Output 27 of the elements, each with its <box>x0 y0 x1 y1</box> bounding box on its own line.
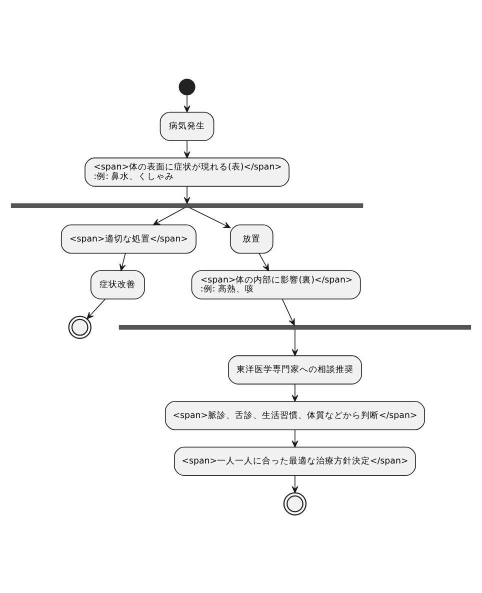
arrow <box>184 94 190 112</box>
arrow <box>282 298 295 326</box>
node-box: 症状改善 <box>90 270 145 299</box>
arrow <box>119 252 126 270</box>
arrow <box>152 206 186 225</box>
arrow <box>292 428 298 447</box>
arrow <box>292 328 298 356</box>
node-box: <span>体の表面に症状が現れる(表)</span> :例: 鼻水、くしゃみ <box>84 157 290 186</box>
node-box: 放置 <box>230 224 274 254</box>
node-box: <span>体の内部に影響(裏)</span> :例: 高熱、咳 <box>191 270 361 299</box>
arrow <box>292 474 298 493</box>
arrow <box>184 140 190 158</box>
node-circle <box>68 315 92 338</box>
arrow <box>258 252 270 270</box>
arrow <box>86 298 106 319</box>
arrow <box>189 206 231 228</box>
arrow <box>184 186 190 204</box>
node-box: <span>脈診、舌診、生活習慣、体質などから判断</span> <box>164 400 425 430</box>
node-bar <box>10 202 364 208</box>
node-box: 病気発生 <box>160 111 214 140</box>
node-box: <span>適切な処置</span> <box>60 224 196 254</box>
node-box: <span>一人一人に合った最適な治療方針決定</span> <box>174 446 416 476</box>
node-circle <box>178 78 196 95</box>
node-bar <box>118 324 472 330</box>
node-circle <box>283 492 307 515</box>
node-box: 東洋医学専門家への相談推奨 <box>228 354 362 384</box>
arrow <box>292 383 298 402</box>
